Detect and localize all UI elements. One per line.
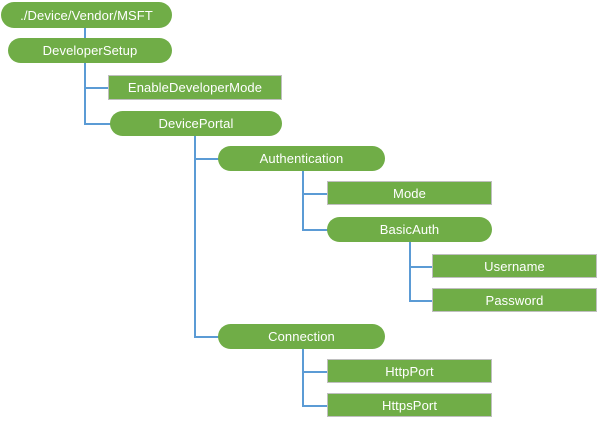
connector-basicauth-to-password xyxy=(409,300,433,302)
connector-connection-to-httpsport xyxy=(302,405,328,407)
node-username[interactable]: Username xyxy=(432,254,597,278)
node-password-label: Password xyxy=(485,292,544,308)
node-basicauth[interactable]: BasicAuth xyxy=(327,217,492,242)
connector-deviceportal-to-connection xyxy=(194,336,219,338)
node-deviceportal-label: DevicePortal xyxy=(158,116,234,131)
connector-developersetup-to-enabledevelopermode xyxy=(84,87,109,89)
node-httpport[interactable]: HttpPort xyxy=(327,359,492,383)
connector-basicauth-trunk xyxy=(409,242,411,302)
connector-authentication-trunk xyxy=(302,171,304,231)
connector-developersetup-trunk xyxy=(84,62,86,125)
node-enabledevelopermode[interactable]: EnableDeveloperMode xyxy=(108,75,282,100)
connector-authentication-to-basicauth xyxy=(302,229,328,231)
node-connection-label: Connection xyxy=(268,329,335,344)
connector-root-to-developersetup xyxy=(84,28,86,40)
node-username-label: Username xyxy=(484,258,545,274)
node-root-label: ./Device/Vendor/MSFT xyxy=(20,7,153,23)
node-authentication-label: Authentication xyxy=(259,151,344,166)
node-connection[interactable]: Connection xyxy=(218,324,385,349)
node-httpport-label: HttpPort xyxy=(385,363,434,379)
node-root[interactable]: ./Device/Vendor/MSFT xyxy=(1,2,172,28)
node-mode-label: Mode xyxy=(393,185,426,201)
node-httpsport[interactable]: HttpsPort xyxy=(327,393,492,417)
connector-developersetup-to-deviceportal xyxy=(84,123,111,125)
node-deviceportal[interactable]: DevicePortal xyxy=(110,111,282,136)
node-mode[interactable]: Mode xyxy=(327,181,492,205)
node-authentication[interactable]: Authentication xyxy=(218,146,385,171)
node-enabledevelopermode-label: EnableDeveloperMode xyxy=(127,80,263,95)
node-basicauth-label: BasicAuth xyxy=(379,222,440,237)
connector-connection-to-httpport xyxy=(302,371,328,373)
node-password[interactable]: Password xyxy=(432,288,597,312)
node-httpsport-label: HttpsPort xyxy=(381,397,438,413)
connector-deviceportal-trunk xyxy=(194,136,196,337)
connector-basicauth-to-username xyxy=(409,266,433,268)
node-developersetup-label: DeveloperSetup xyxy=(42,43,138,58)
connector-connection-trunk xyxy=(302,348,304,406)
connector-authentication-to-mode xyxy=(302,193,328,195)
node-developersetup[interactable]: DeveloperSetup xyxy=(8,38,172,63)
connector-deviceportal-to-authentication xyxy=(194,158,219,160)
